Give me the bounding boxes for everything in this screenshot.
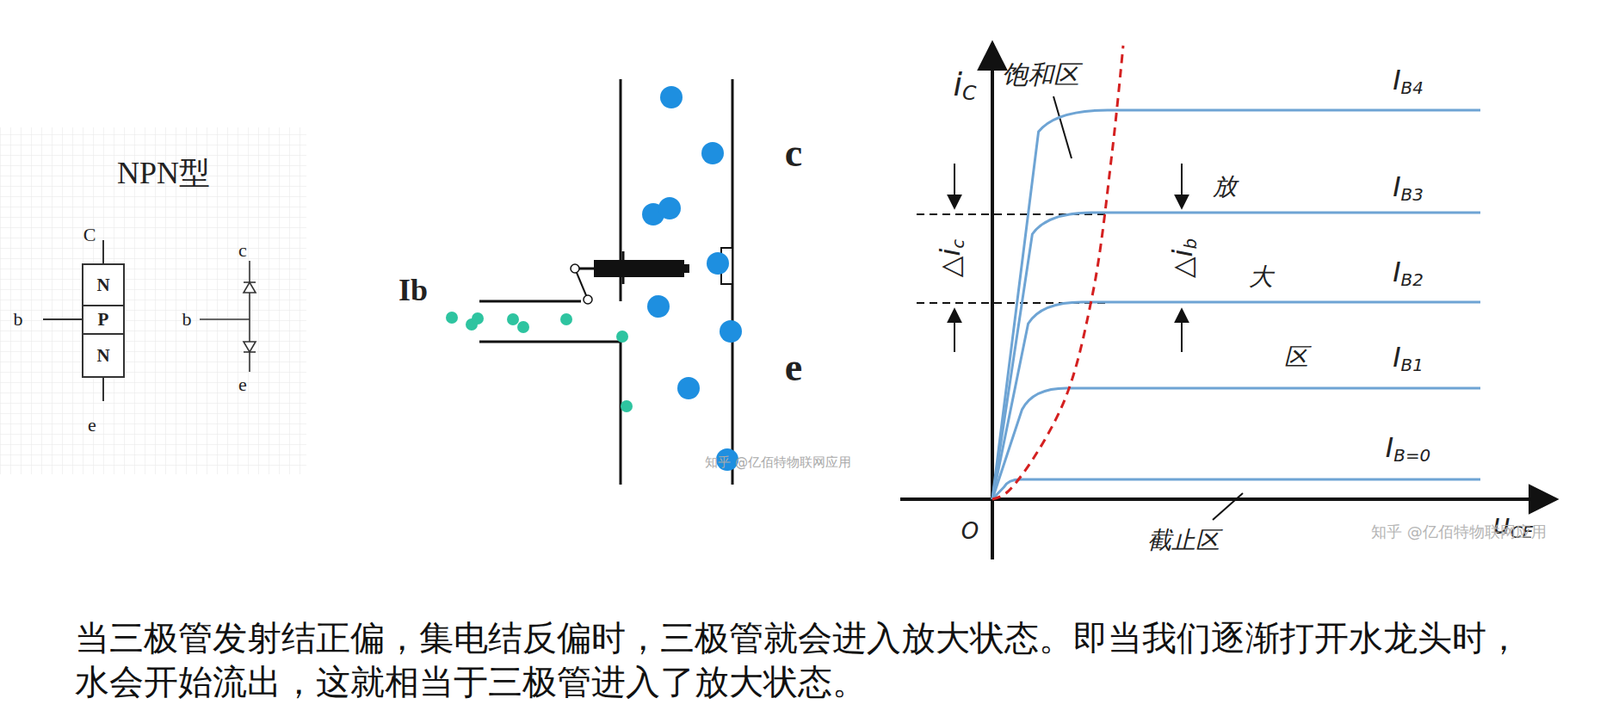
curve-label: IB=0 bbox=[1385, 432, 1431, 466]
region-letter: N bbox=[96, 345, 110, 367]
water-pipe bbox=[479, 79, 733, 485]
watermark: 知乎 @亿佰特物联网应用 bbox=[1371, 523, 1547, 541]
delta-label: △ic bbox=[935, 239, 969, 278]
region-label: 截止区 bbox=[1147, 527, 1220, 555]
semiconductor-region: N bbox=[81, 334, 125, 378]
watermark: 知乎 @亿佰特物联网应用 bbox=[704, 455, 852, 470]
grid-background bbox=[0, 127, 307, 475]
current-label: Ib bbox=[398, 273, 428, 309]
characteristic-curve bbox=[992, 388, 1481, 500]
pin-label: e bbox=[87, 414, 97, 436]
pin-label: c bbox=[238, 240, 248, 261]
terminal-label: e bbox=[784, 345, 803, 390]
base-current-dots bbox=[445, 311, 633, 413]
diode-equivalent bbox=[199, 260, 256, 372]
characteristic-curve bbox=[992, 212, 1481, 500]
region-label: 区 bbox=[1284, 344, 1309, 371]
panel-title: NPN型 bbox=[117, 156, 211, 192]
electron-dots bbox=[642, 86, 742, 471]
terminal-label: c bbox=[784, 131, 803, 176]
semiconductor-region: N bbox=[81, 263, 125, 307]
pin-label: b bbox=[13, 308, 24, 330]
characteristic-curve bbox=[992, 479, 1481, 500]
axis-label: iC bbox=[952, 67, 977, 106]
region-label: 放 bbox=[1212, 173, 1237, 201]
curve-label: IB4 bbox=[1392, 65, 1424, 99]
caption: 当三极管发射结正偏，集电结反偏时，三极管就会进入放大状态。即当我们逐渐打开水龙头… bbox=[74, 616, 1521, 705]
curve-label: IB1 bbox=[1392, 342, 1424, 376]
characteristic-curve bbox=[992, 110, 1481, 500]
pin-label: e bbox=[238, 374, 248, 396]
curve-label: IB3 bbox=[1392, 172, 1424, 205]
saturation-boundary bbox=[992, 45, 1124, 500]
region-label: 饱和区 bbox=[1001, 60, 1080, 89]
pin-label: C bbox=[83, 224, 97, 246]
output-characteristic-chart bbox=[900, 43, 1557, 560]
valve bbox=[570, 247, 733, 304]
region-letter: N bbox=[96, 274, 110, 297]
delta-label: △ib bbox=[1167, 238, 1201, 278]
region-label: 大 bbox=[1248, 264, 1273, 291]
origin-label: O bbox=[961, 518, 979, 544]
curve-label: IB2 bbox=[1392, 257, 1424, 291]
region-letter: P bbox=[98, 308, 110, 331]
semiconductor-region: P bbox=[81, 306, 125, 335]
pin-label: b bbox=[182, 308, 192, 330]
